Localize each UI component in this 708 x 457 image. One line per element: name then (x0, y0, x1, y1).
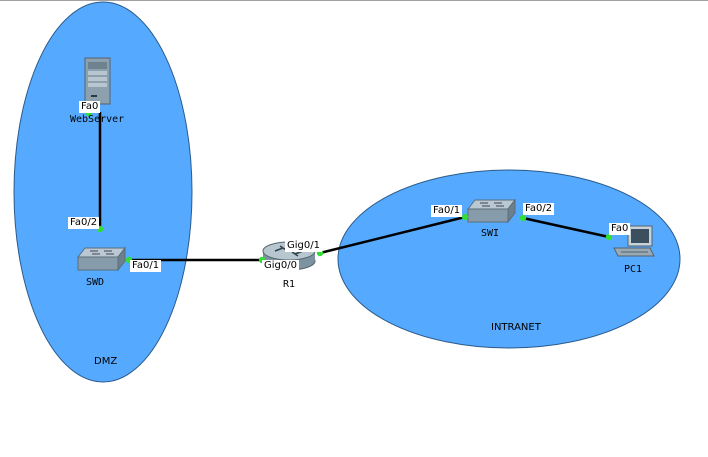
link-r1-swi[interactable] (319, 215, 466, 255)
link-swi-pc1[interactable] (522, 216, 610, 239)
intranet-zone[interactable] (337, 169, 681, 349)
port-label-pc1-fa0: Fa0 (609, 223, 631, 235)
swd-switch-icon[interactable] (76, 246, 127, 272)
port-label-swd-fa0-1: Fa0/1 (130, 260, 162, 272)
dmz-zone-label: DMZ (94, 356, 118, 367)
pc1-label: PC1 (624, 264, 643, 275)
r1-label: R1 (283, 279, 296, 290)
port-dot-pc1-fa0 (605, 233, 613, 241)
intranet-zone-label: INTRANET (491, 322, 541, 333)
webserver-server-icon[interactable] (84, 57, 111, 105)
port-label-r1-gig0-0: Gig0/0 (262, 260, 299, 272)
port-dot-swi-fa0-1 (461, 213, 469, 221)
swi-switch-icon[interactable] (466, 198, 517, 224)
dmz-zone[interactable] (13, 1, 193, 383)
swi-label: SWI (481, 228, 500, 239)
port-label-swi-fa0-2: Fa0/2 (523, 203, 555, 215)
pc1-pc-icon[interactable] (613, 225, 655, 257)
webserver-label: WebServer (70, 114, 125, 125)
port-label-webserver-fa0: Fa0 (79, 101, 101, 113)
port-label-swi-fa0-1: Fa0/1 (431, 205, 463, 217)
swd-label: SWD (86, 277, 105, 288)
port-label-r1-gig0-1: Gig0/1 (285, 240, 322, 252)
port-dot-swi-fa0-2 (519, 214, 527, 222)
port-label-swd-fa0-2: Fa0/2 (68, 217, 100, 229)
